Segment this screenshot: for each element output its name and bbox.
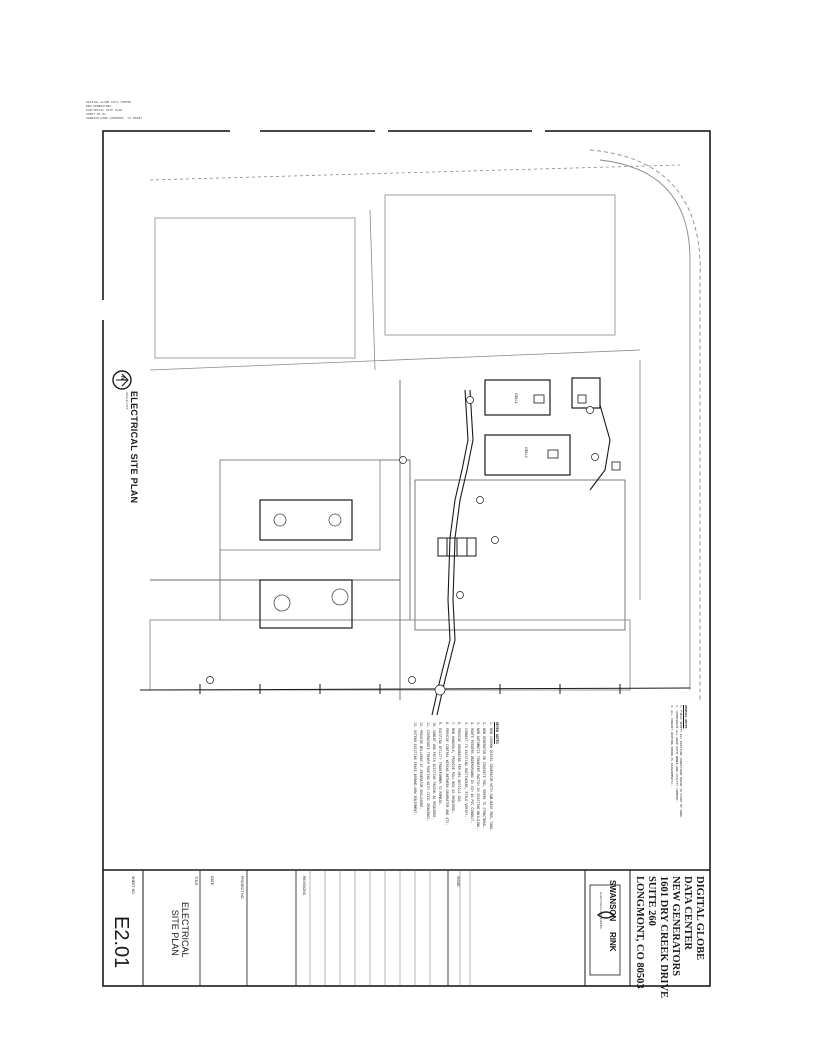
generator-symbols — [273, 513, 349, 612]
sheet-no-label: SHEET NO. — [131, 876, 135, 895]
revision-lines — [309, 870, 471, 986]
conduit-route — [431, 389, 611, 716]
firm-logo-mark — [596, 911, 616, 919]
parking-lots — [149, 164, 681, 371]
switchgear — [437, 537, 477, 557]
project-line: DATA CENTER — [682, 876, 693, 950]
keyed-note: 3. NEW AUTOMATIC TRANSFER SWITCH IN EXIS… — [476, 722, 481, 830]
equip-label-gen1: GEN-1 — [514, 393, 518, 404]
firm-name: SWANSON — [608, 880, 617, 922]
sheet-number: E2.01 — [110, 916, 132, 969]
project-line: 1601 DRY CREEK DRIVE — [658, 876, 669, 999]
equip-tag — [547, 449, 559, 459]
equip-tag — [533, 394, 545, 404]
fax-header: DIGITAL GLOBE DATA CENTER NEW GENERATORS… — [86, 100, 216, 120]
date-label: DATE — [210, 876, 214, 886]
keyed-note: 8. PROVIDE CONTROL WIRING BETWEEN GENERA… — [444, 722, 449, 826]
fax-header-line: NEW GENERATORS — [86, 104, 112, 108]
drawing-title: ELECTRICAL SITE PLAN — [129, 391, 139, 504]
keyed-note: 7. NEW HANDHOLE, PROVIDE PULL BOX AS REQ… — [450, 722, 455, 814]
equip-label-gen2: GEN-2 — [524, 447, 528, 458]
general-notes: GENERAL NOTES 1. FIELD VERIFY ALL EXISTI… — [670, 705, 689, 819]
fax-header-line: SHEET E2.01 — [86, 112, 106, 116]
north-arrow — [112, 370, 132, 390]
general-note: 2. COORDINATE ALL WORK WITH OWNER AND UT… — [675, 705, 679, 803]
project-line: NEW GENERATORS — [670, 876, 681, 977]
sheet-title-line: SITE PLAN — [170, 909, 180, 956]
general-note: 1. FIELD VERIFY ALL EXISTING CONDITIONS … — [679, 705, 684, 819]
keyed-note: 10. SAWCUT AND PATCH EXISTING PAVING AS … — [432, 722, 437, 820]
project-line: DIGITAL GLOBE — [694, 876, 705, 961]
road-curb — [589, 149, 701, 700]
project-line: SUITE 260 — [646, 876, 657, 926]
equipment-pads — [484, 377, 621, 476]
generator-enclosures — [259, 499, 353, 629]
equip-tag — [611, 461, 621, 471]
sheet-title-label: TITLE — [194, 876, 198, 886]
issue-label: ISSUE — [456, 876, 460, 887]
project-info: DIGITAL GLOBE DATA CENTER NEW GENERATORS… — [633, 876, 705, 998]
project-no-label: PROJECT NO. — [240, 876, 244, 900]
north-label: N — [119, 376, 125, 381]
sheet-border — [102, 130, 711, 987]
keyed-note: 11. COORDINATE TRENCH ROUTING WITH CIVIL… — [425, 722, 430, 822]
callout-bubbles — [206, 396, 599, 696]
keyed-note: 4. ROUTE FEEDERS UNDERGROUND IN SCH 40 P… — [469, 722, 474, 824]
keyed-notes: KEYED NOTES 1. NEW 1500KW DIESEL GENERAT… — [412, 722, 500, 831]
firm-name-2: RINK — [608, 932, 617, 952]
keyed-notes-heading: KEYED NOTES — [495, 722, 499, 744]
fax-header-line: ELECTRICAL SITE PLAN — [86, 108, 123, 112]
property-line — [139, 684, 691, 694]
sheet-title-line: ELECTRICAL — [180, 902, 190, 958]
firm-subtitle: ELECTRICAL ENGINEERS — [599, 892, 603, 929]
keyed-note: 2. NEW GENERATOR ON CONCRETE PAD, REFER … — [482, 722, 487, 830]
project-line: LONGMONT, CO 80503 — [634, 876, 645, 989]
keyed-note: 1. NEW 1500KW DIESEL GENERATOR WITH SUB-… — [488, 722, 493, 832]
revisions-label: REVISIONS — [302, 876, 306, 896]
general-notes-heading: GENERAL NOTES — [684, 705, 688, 729]
fax-header-line: SWANSON RINK LONGMONT, CO 80503 — [86, 116, 142, 120]
sheet-title: ELECTRICAL SITE PLAN — [170, 902, 190, 958]
keyed-note: 13. EXTEND EXISTING FENCE AROUND NEW EQU… — [413, 722, 418, 816]
equip-tag — [577, 394, 587, 404]
drawing-title-scale: SCALE: NTS — [125, 392, 129, 410]
firm-logo-frame — [589, 884, 621, 976]
fax-header-line: DIGITAL GLOBE DATA CENTER — [86, 100, 132, 104]
keyed-note: 5. CONNECT TO EXISTING SWITCHGEAR, FIELD… — [463, 722, 468, 818]
building-outlines — [149, 380, 631, 700]
